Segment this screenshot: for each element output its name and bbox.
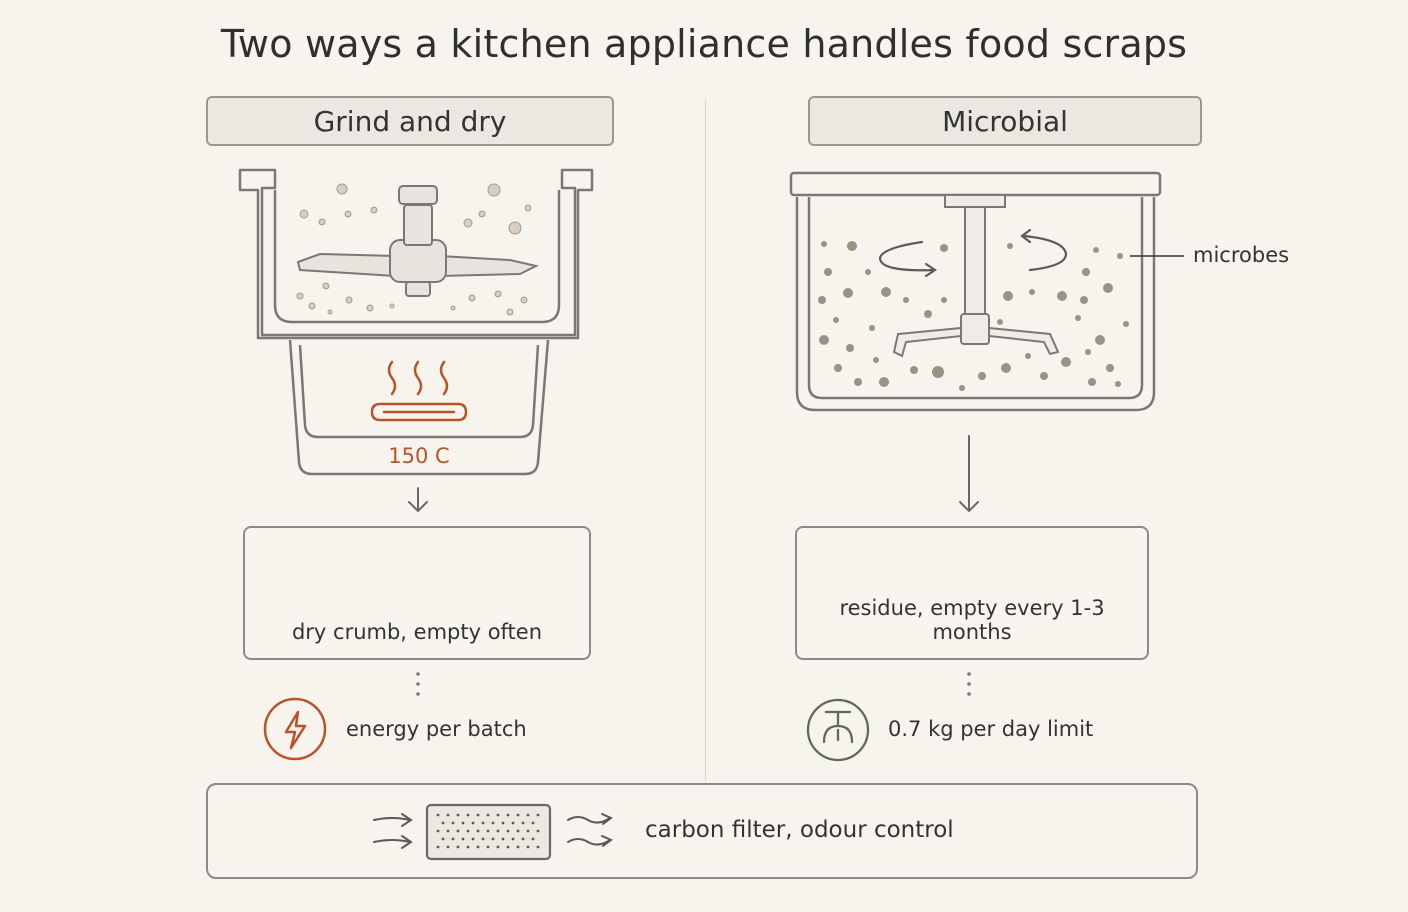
down-arrow-icon [408, 487, 428, 513]
airflow-out-icon [567, 813, 613, 847]
filter-footer: carbon filter, odour control [206, 783, 1198, 879]
grinder-bucket [238, 168, 594, 340]
dotted-connector [967, 672, 971, 696]
residue-label: residue, empty every 1-3 months [839, 596, 1105, 644]
heater-chamber [288, 339, 550, 476]
grind-and-dry-header: Grind and dry [206, 96, 614, 146]
column-divider [705, 100, 706, 780]
temperature-label: 150 C [388, 444, 450, 468]
microbes-callout: microbes [1193, 243, 1290, 267]
food-scraps [296, 183, 532, 316]
dry-crumb-label: dry crumb, empty often [291, 620, 543, 644]
microbes [818, 241, 1129, 391]
dotted-connector [416, 672, 420, 696]
energy-note: energy per batch [346, 717, 527, 741]
blade-icon [296, 185, 539, 297]
dry-crumb-result-box: dry crumb, empty often [243, 526, 591, 660]
lightning-bolt-icon [263, 697, 327, 761]
heating-element-icon [370, 360, 468, 422]
scale-icon [806, 698, 870, 762]
residue-result-box: residue, empty every 1-3 months [795, 526, 1149, 660]
rotation-arrows-icon [878, 228, 1068, 278]
filter-label: carbon filter, odour control [645, 817, 954, 843]
microbial-header: Microbial [808, 96, 1202, 146]
carbon-filter-icon [425, 803, 552, 861]
airflow-in-icon [373, 813, 413, 849]
capacity-note: 0.7 kg per day limit [888, 717, 1094, 741]
down-arrow-icon [959, 435, 979, 513]
page-title: Two ways a kitchen appliance handles foo… [220, 22, 1188, 66]
mixer-paddle-icon [892, 194, 1060, 358]
